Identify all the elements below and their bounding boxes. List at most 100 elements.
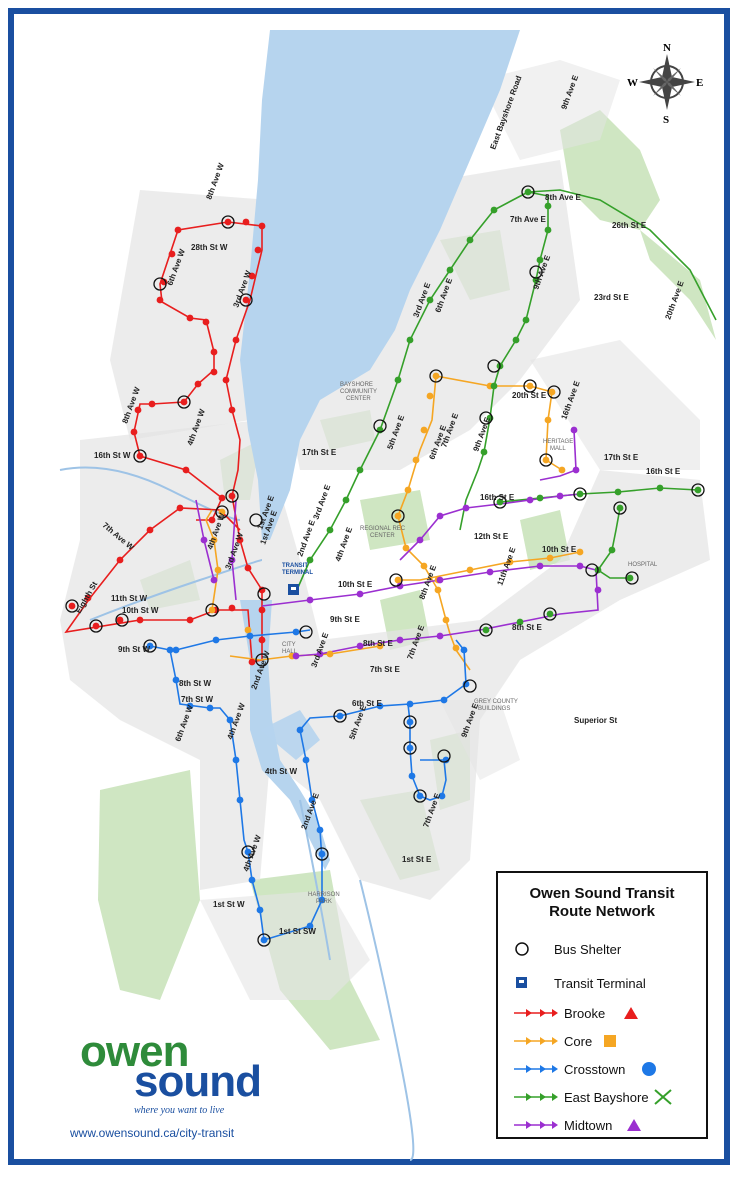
bus-shelter-marker[interactable] (437, 749, 451, 763)
route-stop-brooke[interactable] (182, 466, 190, 474)
route-stop-crosstown[interactable] (236, 796, 244, 804)
route-stop-brooke[interactable] (136, 452, 144, 460)
route-stop-crosstown[interactable] (292, 628, 300, 636)
route-stop-brooke[interactable] (84, 594, 92, 602)
route-stop-eastbayshore[interactable] (496, 498, 504, 506)
route-stop-core[interactable] (526, 382, 534, 390)
route-stop-crosstown[interactable] (406, 744, 414, 752)
route-stop-crosstown[interactable] (460, 646, 468, 654)
route-stop-midtown[interactable] (556, 492, 564, 500)
route-stop-crosstown[interactable] (296, 726, 304, 734)
route-stop-brooke[interactable] (224, 218, 232, 226)
bus-shelter-marker[interactable] (143, 639, 157, 653)
route-stop-core[interactable] (404, 486, 412, 494)
route-stop-core[interactable] (214, 566, 222, 574)
route-stop-eastbayshore[interactable] (512, 336, 520, 344)
route-stop-brooke[interactable] (202, 318, 210, 326)
route-stop-crosstown[interactable] (244, 848, 252, 856)
route-stop-eastbayshore[interactable] (466, 236, 474, 244)
route-stop-midtown[interactable] (576, 562, 584, 570)
route-stop-crosstown[interactable] (232, 756, 240, 764)
route-stop-core[interactable] (244, 626, 252, 634)
route-stop-core[interactable] (442, 616, 450, 624)
bus-shelter-marker[interactable] (205, 603, 219, 617)
route-stop-brooke[interactable] (156, 296, 164, 304)
bus-shelter-marker[interactable] (547, 385, 561, 399)
route-stop-brooke[interactable] (130, 428, 138, 436)
bus-shelter-marker[interactable] (373, 419, 387, 433)
route-stop-eastbayshore[interactable] (536, 256, 544, 264)
route-stop-eastbayshore[interactable] (546, 610, 554, 618)
bus-shelter-marker[interactable] (613, 501, 627, 515)
route-stop-brooke[interactable] (210, 348, 218, 356)
route-stop-crosstown[interactable] (316, 826, 324, 834)
route-stop-eastbayshore[interactable] (656, 484, 664, 492)
bus-shelter-marker[interactable] (625, 571, 639, 585)
route-stop-crosstown[interactable] (406, 718, 414, 726)
route-stop-brooke[interactable] (208, 516, 216, 524)
route-stop-brooke[interactable] (116, 556, 124, 564)
route-stop-eastbayshore[interactable] (614, 488, 622, 496)
bus-shelter-marker[interactable] (215, 505, 229, 519)
owen-sound-logo[interactable]: owen sound where you want to live (76, 1027, 276, 1116)
route-stop-brooke[interactable] (92, 622, 100, 630)
bus-shelter-marker[interactable] (315, 847, 329, 861)
route-stop-midtown[interactable] (436, 576, 444, 584)
route-stop-eastbayshore[interactable] (544, 202, 552, 210)
route-stop-brooke[interactable] (248, 658, 256, 666)
route-stop-brooke[interactable] (258, 636, 266, 644)
route-stop-core[interactable] (426, 392, 434, 400)
route-stop-brooke[interactable] (222, 376, 230, 384)
route-stop-midtown[interactable] (536, 562, 544, 570)
bus-shelter-marker[interactable] (225, 489, 239, 503)
bus-shelter-marker[interactable] (529, 265, 543, 279)
route-stop-crosstown[interactable] (318, 850, 326, 858)
bus-shelter-marker[interactable] (249, 513, 263, 527)
route-stop-crosstown[interactable] (172, 646, 180, 654)
route-stop-eastbayshore[interactable] (626, 574, 634, 582)
route-stop-core[interactable] (558, 466, 566, 474)
route-stop-core[interactable] (576, 548, 584, 556)
route-stop-core[interactable] (542, 456, 550, 464)
route-stop-core[interactable] (402, 544, 410, 552)
route-stop-midtown[interactable] (210, 576, 218, 584)
bus-shelter-marker[interactable] (413, 789, 427, 803)
route-stop-midtown[interactable] (396, 636, 404, 644)
route-stop-crosstown[interactable] (256, 906, 264, 914)
route-stop-crosstown[interactable] (318, 896, 326, 904)
route-stop-crosstown[interactable] (336, 712, 344, 720)
route-stop-midtown[interactable] (462, 504, 470, 512)
bus-shelter-marker[interactable] (89, 619, 103, 633)
route-stop-crosstown[interactable] (166, 646, 174, 654)
route-stop-eastbayshore[interactable] (524, 188, 532, 196)
route-stop-core[interactable] (210, 536, 218, 544)
route-stop-brooke[interactable] (134, 406, 142, 414)
website-link[interactable]: www.owensound.ca/city-transit (70, 1126, 235, 1140)
bus-shelter-marker[interactable] (493, 495, 507, 509)
route-stop-brooke[interactable] (174, 226, 182, 234)
route-stop-crosstown[interactable] (302, 756, 310, 764)
route-stop-brooke[interactable] (168, 250, 176, 258)
route-stop-eastbayshore[interactable] (326, 526, 334, 534)
bus-shelter-marker[interactable] (539, 453, 553, 467)
bus-shelter-marker[interactable] (333, 709, 347, 723)
route-stop-midtown[interactable] (436, 512, 444, 520)
route-stop-midtown[interactable] (356, 590, 364, 598)
bus-shelter-marker[interactable] (133, 449, 147, 463)
route-stop-eastbayshore[interactable] (394, 376, 402, 384)
route-stop-eastbayshore[interactable] (490, 382, 498, 390)
bus-shelter-marker[interactable] (177, 395, 191, 409)
route-stop-midtown[interactable] (228, 556, 236, 564)
route-stop-core[interactable] (420, 426, 428, 434)
route-stop-brooke[interactable] (210, 368, 218, 376)
route-stop-core[interactable] (326, 650, 334, 658)
route-stop-brooke[interactable] (186, 314, 194, 322)
route-stop-core[interactable] (506, 558, 514, 566)
bus-shelter-marker[interactable] (691, 483, 705, 497)
route-stop-midtown[interactable] (436, 632, 444, 640)
route-stop-core[interactable] (546, 554, 554, 562)
route-stop-brooke[interactable] (68, 602, 76, 610)
route-stop-eastbayshore[interactable] (544, 226, 552, 234)
bus-shelter-marker[interactable] (479, 411, 493, 425)
route-stop-brooke[interactable] (218, 494, 226, 502)
